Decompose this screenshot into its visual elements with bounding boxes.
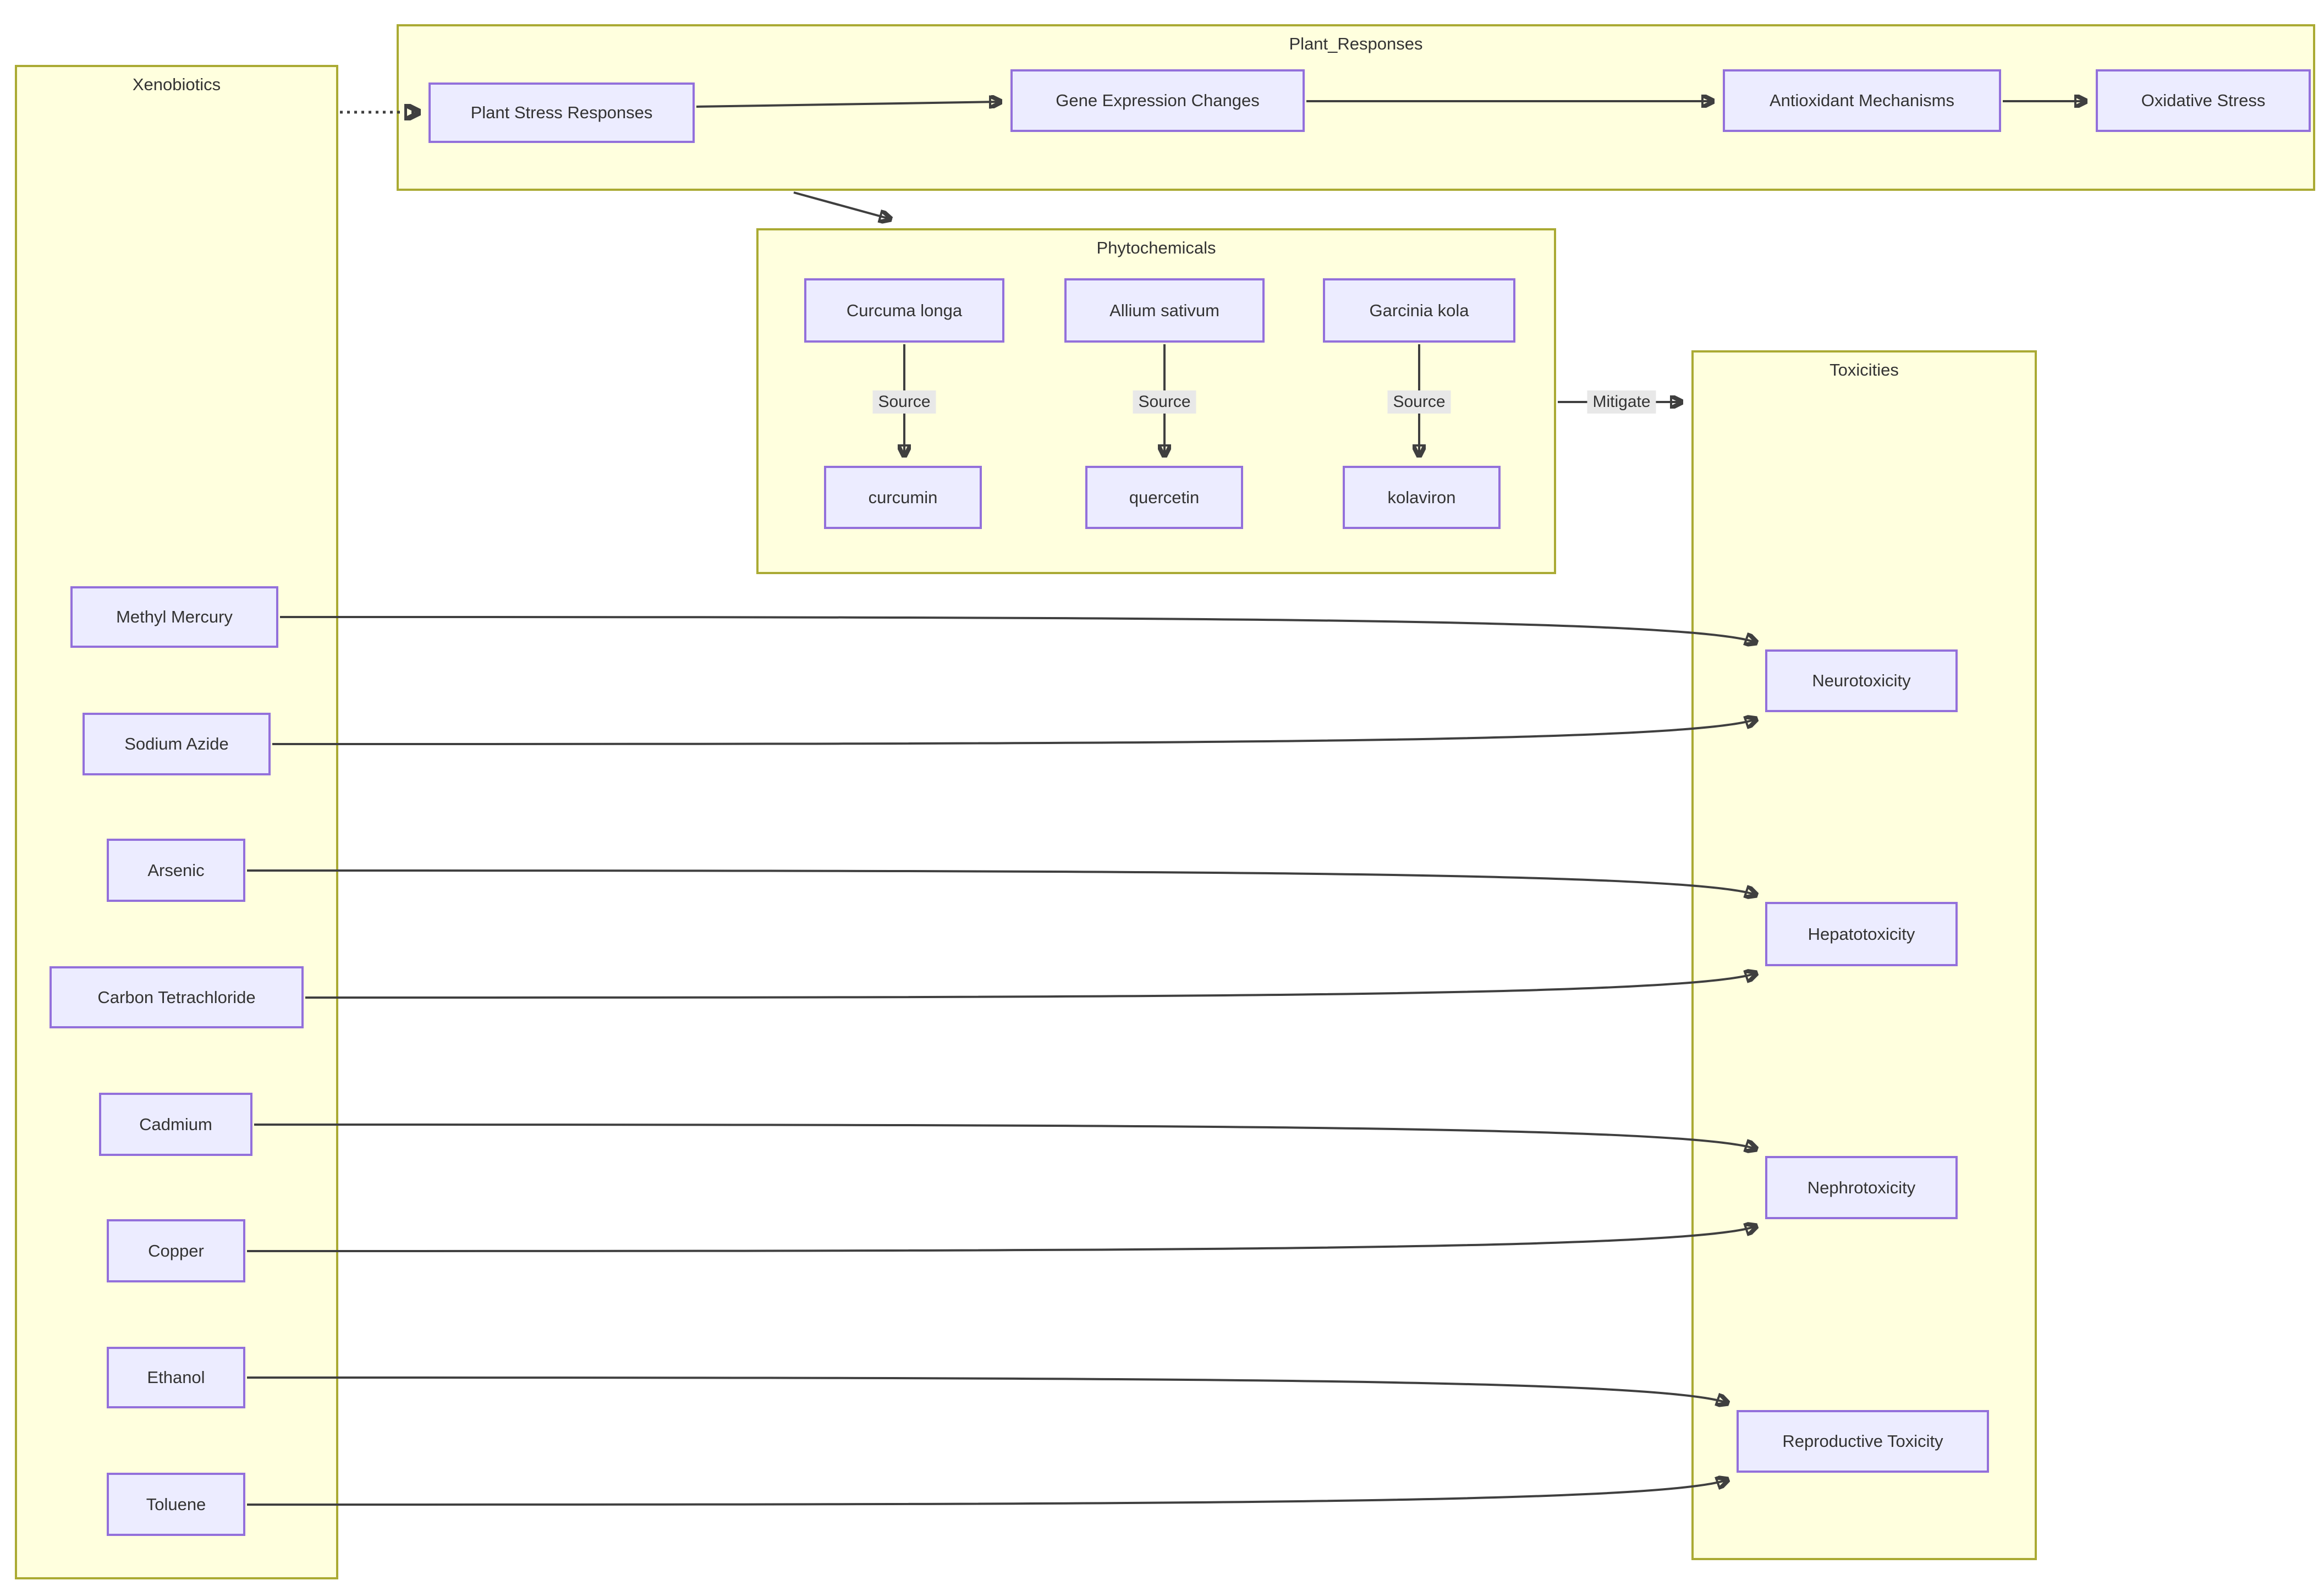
node-curcuma-longa: Curcuma longa <box>804 278 1004 343</box>
edge-arsenic-hepatotoxicity <box>246 869 1756 895</box>
node-cadmium: Cadmium <box>99 1093 252 1156</box>
node-garcinia-kola: Garcinia kola <box>1323 278 1515 343</box>
node-carbon-tetrachloride: Carbon Tetrachloride <box>50 966 304 1028</box>
node-plant-stress-responses: Plant Stress Responses <box>428 82 695 143</box>
edge-copper-nephrotoxicity <box>246 1226 1756 1252</box>
edge-label-source-curcumin: Source <box>872 390 936 414</box>
edge-label-source-kolaviron: Source <box>1387 390 1451 414</box>
node-sodium-azide: Sodium Azide <box>83 713 271 775</box>
node-quercetin: quercetin <box>1085 466 1243 529</box>
edge-toluene-reproductive <box>246 1480 1727 1506</box>
node-oxidative-stress: Oxidative Stress <box>2096 69 2311 132</box>
cluster-phytochemicals-title: Phytochemicals <box>1096 238 1216 257</box>
node-toluene: Toluene <box>107 1473 245 1536</box>
node-methyl-mercury: Methyl Mercury <box>70 586 278 648</box>
node-neurotoxicity: Neurotoxicity <box>1765 649 1958 712</box>
edge-carbon-tetrachloride-hepatotoxicity <box>305 973 1756 999</box>
node-gene-expression-changes: Gene Expression Changes <box>1010 69 1305 132</box>
edge-methyl-mercury-neurotoxicity <box>279 616 1756 642</box>
edge-label-source-quercetin: Source <box>1133 390 1196 414</box>
edge-sodium-azide-neurotoxicity <box>272 719 1756 745</box>
node-antioxidant-mechanisms: Antioxidant Mechanisms <box>1723 69 2001 132</box>
node-reproductive-toxicity: Reproductive Toxicity <box>1737 1410 1989 1473</box>
edge-label-mitigate: Mitigate <box>1587 390 1656 414</box>
edge-ethanol-reproductive <box>246 1376 1727 1403</box>
node-kolaviron: kolaviron <box>1343 466 1501 529</box>
cluster-toxicities-title: Toxicities <box>1829 360 1899 379</box>
edge-plant-stress-gene-expression <box>696 102 1000 107</box>
cluster-xenobiotics: Xenobiotics <box>15 65 338 1579</box>
edge-cadmium-nephrotoxicity <box>254 1124 1756 1149</box>
cluster-plant-responses-title: Plant_Responses <box>1289 34 1423 53</box>
node-allium-sativum: Allium sativum <box>1064 278 1265 343</box>
node-hepatotoxicity: Hepatotoxicity <box>1765 902 1958 966</box>
node-curcumin: curcumin <box>824 466 982 529</box>
node-nephrotoxicity: Nephrotoxicity <box>1765 1156 1958 1219</box>
edge-plant-responses-phytochemicals <box>793 191 890 219</box>
node-copper: Copper <box>107 1219 245 1282</box>
node-arsenic: Arsenic <box>107 839 245 902</box>
node-ethanol: Ethanol <box>107 1347 245 1408</box>
cluster-xenobiotics-title: Xenobiotics <box>132 75 221 94</box>
